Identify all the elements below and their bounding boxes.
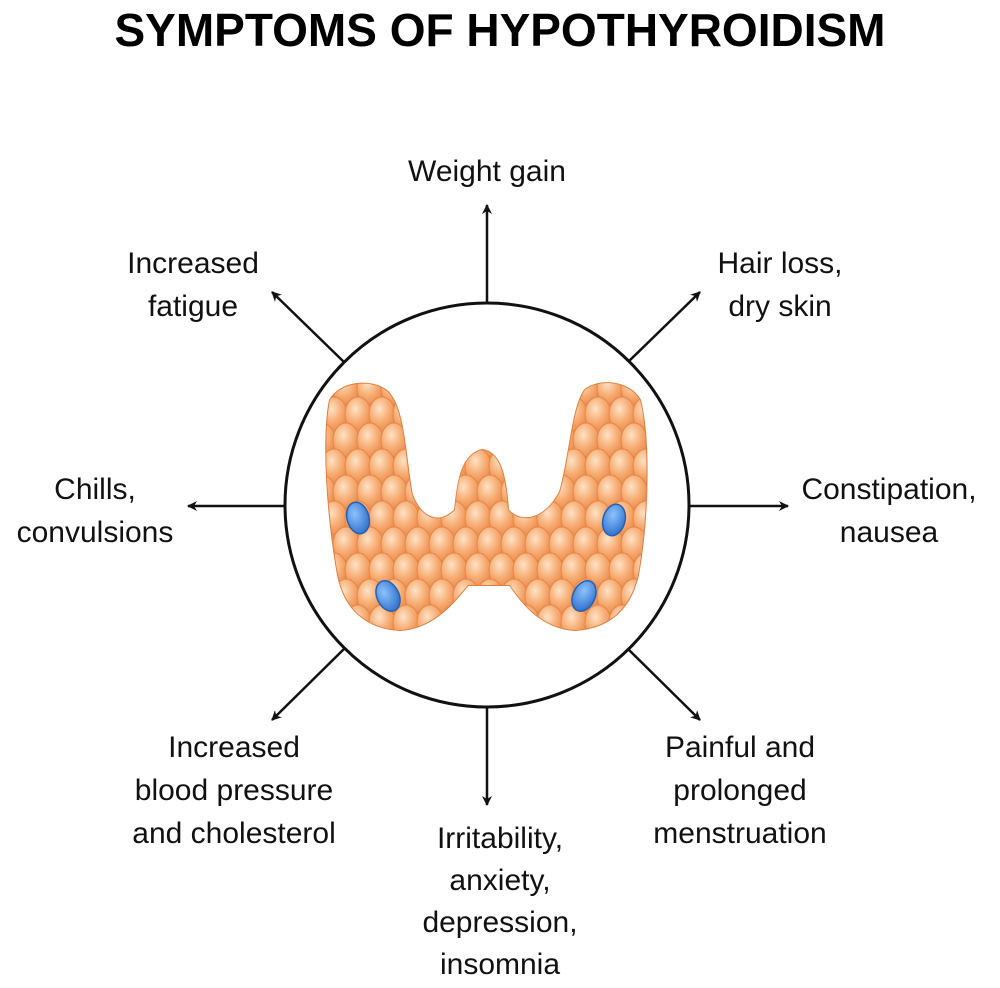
- arrow-top-left: [271, 291, 346, 364]
- symptom-top-right-line-1: Hair loss,: [717, 247, 843, 280]
- symptom-bottom-line-1: Irritability,: [436, 822, 564, 855]
- symptom-bottom-right: Painful and prolonged menstruation: [620, 726, 860, 855]
- nodule-1: [345, 501, 371, 535]
- symptom-top-left: Increased fatigue: [100, 242, 286, 328]
- symptom-right-line-1: Constipation,: [801, 473, 977, 506]
- symptom-top-right-line-2: dry skin: [728, 290, 832, 323]
- page-title: SYMPTOMS OF HYPOTHYROIDISM: [114, 4, 886, 56]
- symptom-right: Constipation, nausea: [778, 468, 1000, 554]
- symptom-top-right: Hair loss, dry skin: [680, 242, 880, 328]
- symptom-bottom-left: Increased blood pressure and cholesterol: [100, 726, 368, 855]
- symptom-bottom-line-4: insomnia: [439, 948, 561, 981]
- symptom-top-left-line-1: Increased: [127, 247, 259, 280]
- symptom-bottom-right-line-3: menstruation: [653, 817, 827, 850]
- symptom-top-left-line-2: fatigue: [147, 290, 239, 323]
- symptom-bottom-line-3: depression,: [422, 906, 578, 939]
- symptom-top: Weight gain: [370, 150, 604, 193]
- symptom-bottom-left-line-2: blood pressure: [134, 774, 334, 807]
- arrow-bottom-left: [271, 647, 346, 721]
- arrow-bottom-right: [626, 647, 701, 721]
- symptom-bottom-left-line-3: and cholesterol: [132, 817, 336, 850]
- symptom-left-line-1: Chills,: [54, 473, 136, 506]
- nodule-4: [571, 580, 597, 612]
- arrows-group: [187, 204, 789, 806]
- arrow-top-right: [626, 291, 701, 364]
- symptom-bottom: Irritability, anxiety, depression, insom…: [390, 818, 610, 986]
- symptom-right-line-2: nausea: [839, 516, 939, 549]
- symptom-left-line-2: convulsions: [16, 516, 174, 549]
- nodule-3: [601, 503, 627, 537]
- symptom-bottom-right-line-1: Painful and: [664, 731, 816, 764]
- symptom-top-line-1: Weight gain: [408, 155, 566, 188]
- symptom-bottom-right-line-2: prolonged: [673, 774, 807, 807]
- symptom-left: Chills, convulsions: [0, 468, 190, 554]
- symptom-bottom-line-2: anxiety,: [449, 864, 551, 897]
- nodule-2: [375, 580, 401, 612]
- symptom-bottom-left-line-1: Increased: [168, 731, 300, 764]
